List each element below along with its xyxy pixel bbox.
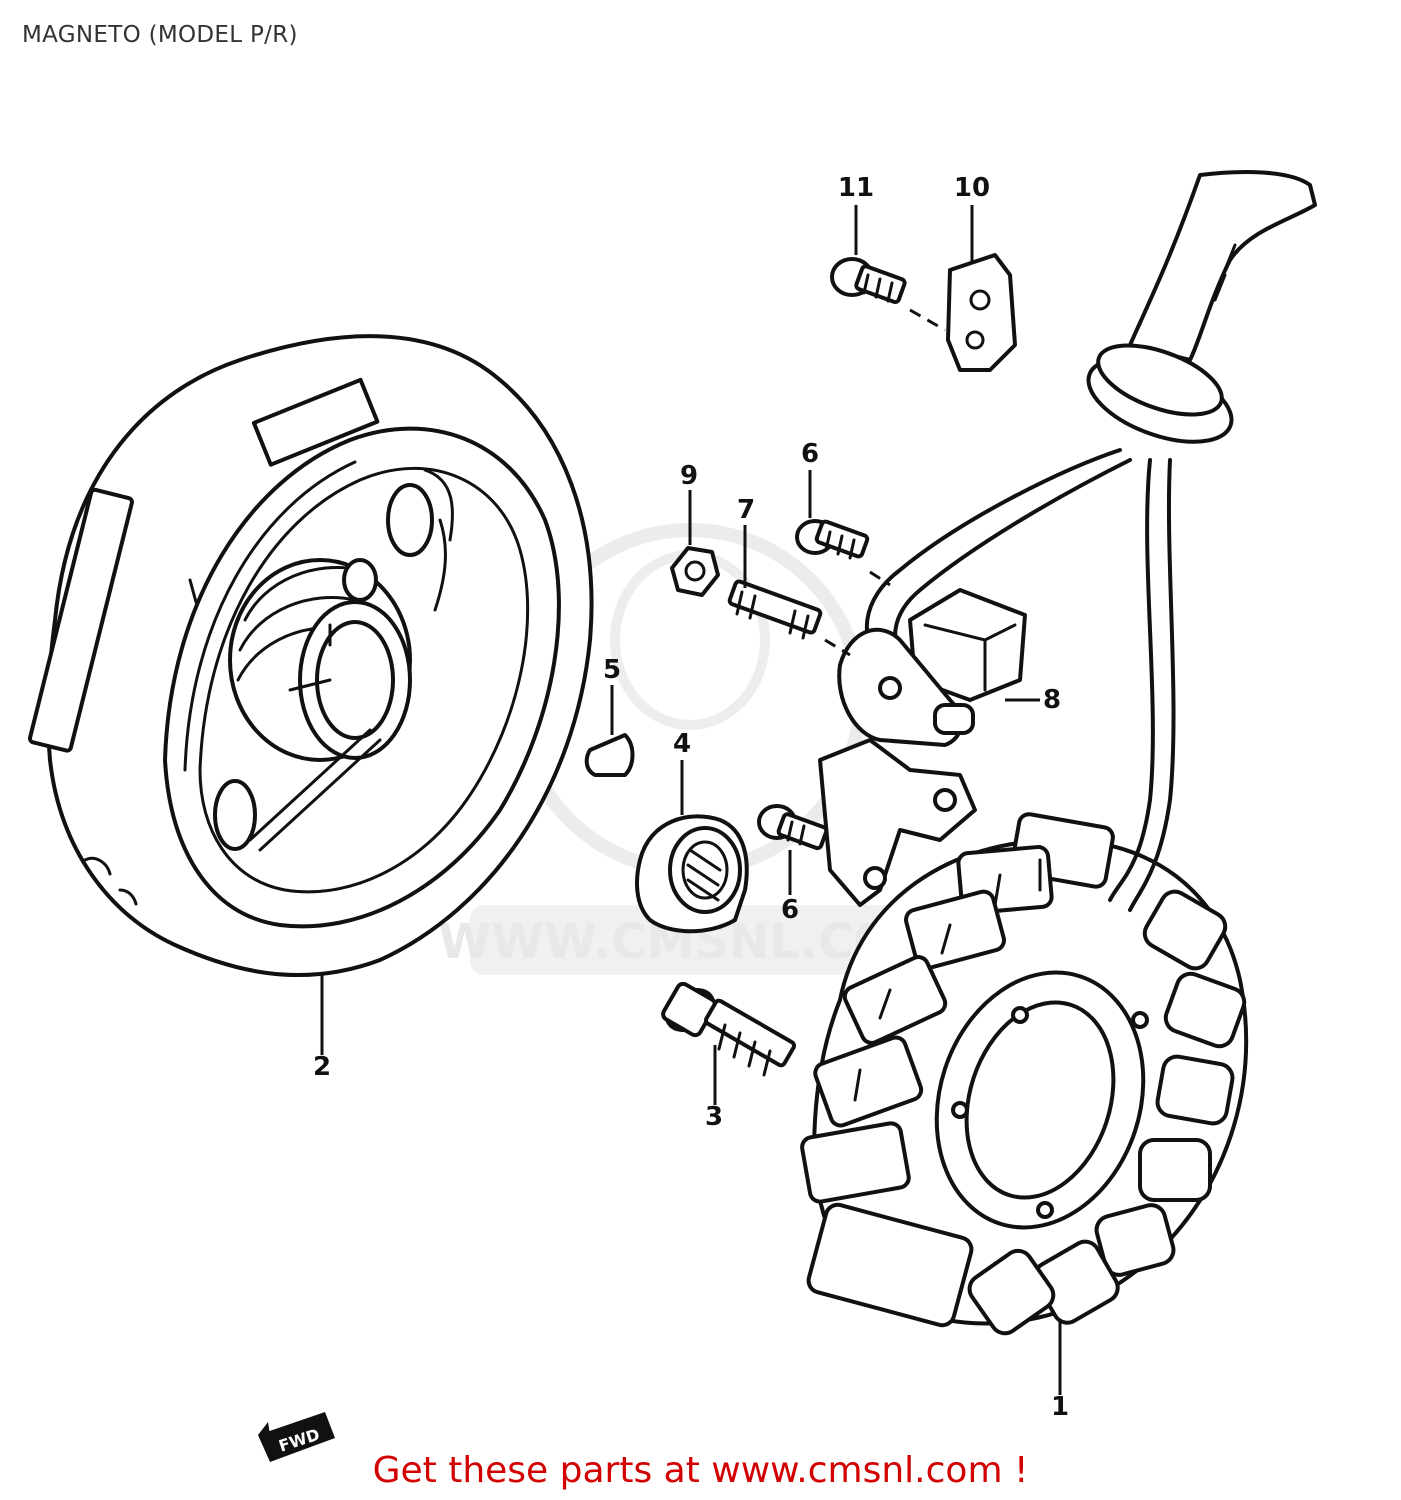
bolt[interactable] [659, 981, 797, 1077]
callout-1: 1 [1051, 1392, 1069, 1422]
callout-7: 7 [737, 495, 755, 525]
woodruff-key[interactable] [584, 733, 635, 777]
hex-nut[interactable] [670, 546, 720, 597]
stud-bolt[interactable] [727, 579, 823, 640]
callout-11: 11 [838, 173, 874, 203]
flywheel-rotor[interactable] [27, 334, 594, 977]
callout-9: 9 [680, 461, 698, 491]
screw-lower[interactable] [757, 804, 829, 851]
pickup-bracket[interactable] [818, 738, 977, 907]
callout-4: 4 [673, 729, 691, 759]
callout-labels: 1 2 3 4 5 6 6 7 8 9 10 11 [313, 173, 1069, 1422]
callout-3: 3 [705, 1102, 723, 1132]
wire-harness[interactable] [865, 170, 1317, 912]
callout-6-upper: 6 [801, 439, 819, 469]
callout-5: 5 [603, 655, 621, 685]
flywheel-nut[interactable] [635, 814, 749, 934]
screw-upper[interactable] [795, 519, 870, 560]
callout-6-lower: 6 [781, 895, 799, 925]
pickup-coil[interactable] [837, 588, 1027, 747]
stator[interactable] [800, 812, 1249, 1339]
page-title: MAGNETO (MODEL P/R) [22, 22, 298, 48]
wire-clamp[interactable] [946, 253, 1017, 372]
leader-lines [320, 205, 1062, 1395]
footer-link[interactable]: Get these parts at www.cmsnl.com ! [372, 1450, 1029, 1491]
callout-8: 8 [1043, 685, 1061, 715]
callout-10: 10 [954, 173, 990, 203]
callout-2: 2 [313, 1052, 331, 1082]
clamp-screw[interactable] [830, 257, 907, 305]
forward-arrow-icon: FWD [258, 1412, 335, 1462]
